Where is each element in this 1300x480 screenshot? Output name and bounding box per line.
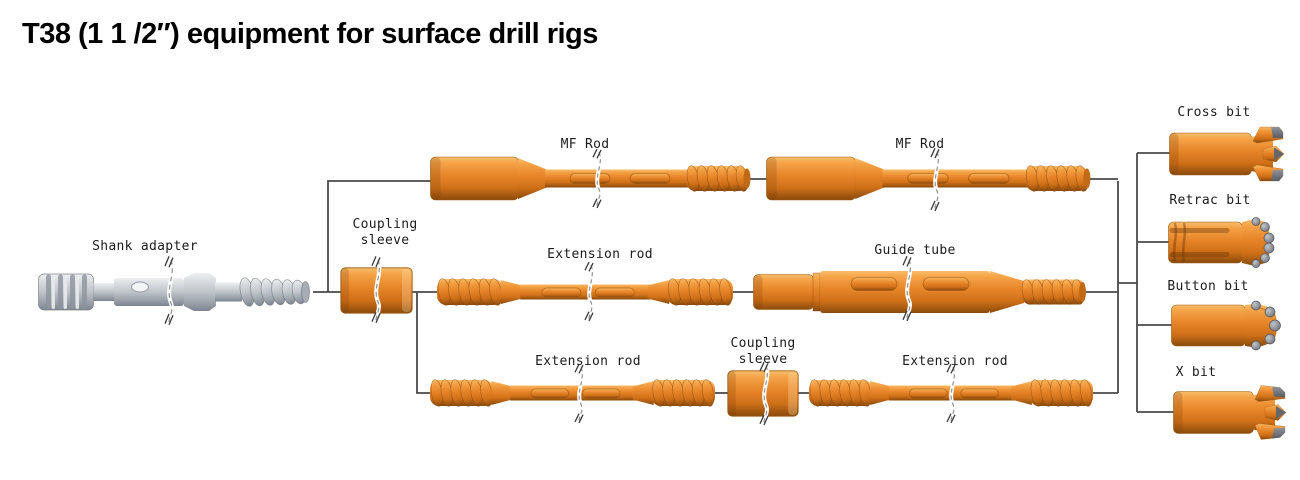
break-mark	[941, 362, 963, 424]
shank-adapter-label: Shank adapter	[92, 239, 198, 254]
guide-tube-illustration	[753, 262, 1087, 322]
button-bit-illustration	[1171, 300, 1281, 351]
extension-rod-bottom-left-label: Extension rod	[535, 354, 641, 369]
break-mark	[579, 260, 601, 322]
cross-bit-illustration	[1169, 125, 1286, 183]
line-branch-down-bottom-row	[416, 292, 433, 394]
coupling-sleeve-main-label: Coupling sleeve	[327, 217, 443, 249]
retrac-bit-illustration	[1168, 217, 1276, 268]
coupling-sleeve-main-label-line2: sleeve	[360, 233, 410, 248]
coupling-sleeve-bottom-label: Coupling sleeve	[705, 336, 821, 368]
extension-rod-bottom-right-label: Extension rod	[902, 354, 1008, 369]
x-bit-label: X bit	[1175, 365, 1217, 380]
cross-bit-label: Cross bit	[1177, 105, 1251, 120]
break-mark	[569, 362, 591, 424]
mf-rod-2-label: MF Rod	[895, 137, 945, 152]
coupling-sleeve-main-label-line1: Coupling	[352, 217, 418, 232]
coupling-sleeve-bottom-label-line2: sleeve	[738, 352, 788, 367]
guide-tube-label: Guide tube	[874, 243, 956, 258]
retrac-bit-label: Retrac bit	[1169, 193, 1251, 208]
break-mark	[159, 254, 181, 326]
extension-rod-mid-label: Extension rod	[547, 247, 653, 262]
page-title: T38 (1 1 /2″) equipment for surface dril…	[22, 18, 598, 50]
mf-rod-1-label: MF Rod	[560, 137, 610, 152]
coupling-sleeve-bottom-label-line1: Coupling	[730, 336, 796, 351]
button-bit-label: Button bit	[1167, 279, 1249, 294]
break-mark	[587, 147, 609, 209]
line-branch-up-top-row	[327, 180, 434, 292]
break-mark	[754, 360, 776, 426]
break-mark	[897, 254, 919, 322]
x-bit-illustration	[1173, 384, 1288, 441]
break-mark	[925, 146, 947, 212]
break-mark	[366, 254, 388, 324]
